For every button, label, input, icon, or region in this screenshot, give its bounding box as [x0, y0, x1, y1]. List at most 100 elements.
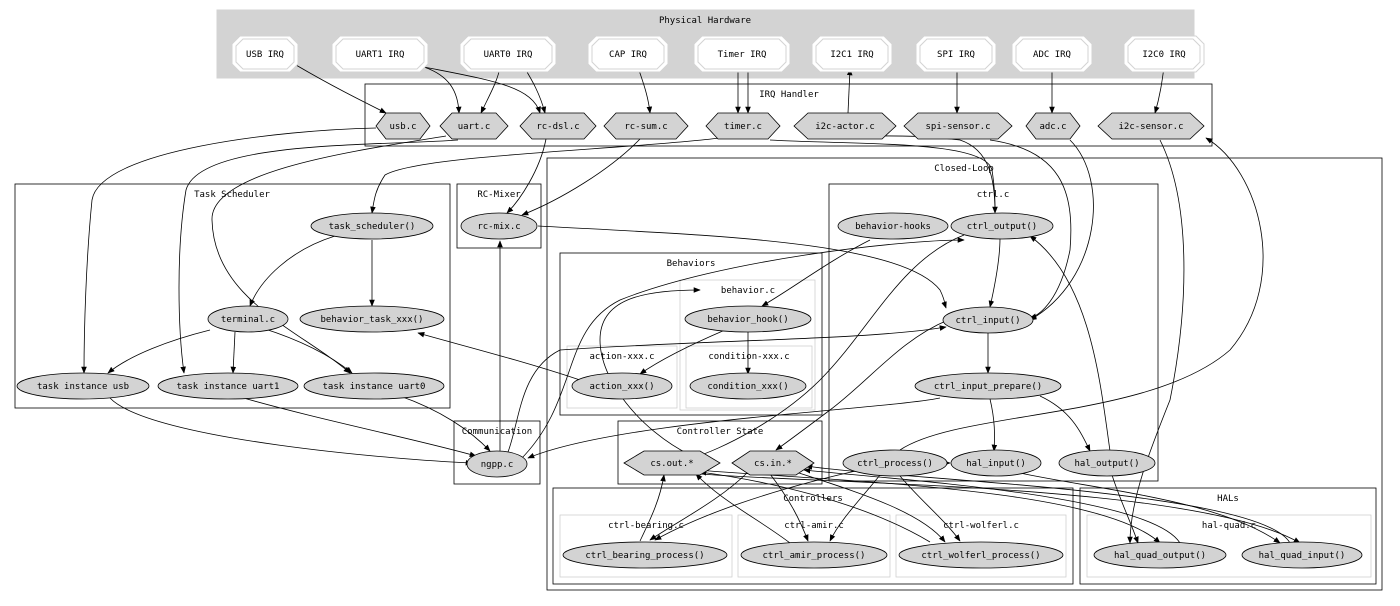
controller-state-nodes: cs.out.* cs.in.* — [623, 450, 815, 476]
node-usb-c: usb.c — [375, 112, 431, 140]
irq-uart0: UART0 IRQ — [459, 35, 557, 73]
svg-text:uart.c: uart.c — [458, 122, 491, 132]
edge-ctrl-process-to-ctrl-wolferl-process — [899, 475, 961, 542]
node-hal-input: hal_input() — [950, 449, 1042, 477]
svg-text:task_scheduler(): task_scheduler() — [329, 222, 416, 232]
svg-text:hal_quad_output(): hal_quad_output() — [1114, 551, 1206, 561]
cluster-label-hal-quad-c: hal-quad.c — [1202, 521, 1256, 531]
edge-ctrl-bearing-process-to-cs-out — [639, 474, 666, 542]
node-ctrl-wolferl-process: ctrl_wolferl_process() — [898, 541, 1064, 569]
svg-text:rc-dsl.c: rc-dsl.c — [536, 122, 579, 132]
node-cs-out: cs.out.* — [623, 450, 721, 476]
edge-rc-dsl-c-to-rc-mix-c — [506, 138, 547, 214]
node-ctrl-process: ctrl_process() — [842, 449, 948, 477]
cluster-label-closed-loop: Closed-Loop — [934, 164, 994, 174]
irq-uart1: UART1 IRQ — [331, 35, 429, 73]
edge-ctrl-process-to-i2c-sensor-c — [899, 137, 1264, 451]
node-ctrl-output: ctrl_output() — [950, 212, 1054, 240]
irq-usb: USB IRQ — [231, 35, 299, 73]
irq-usb-label: USB IRQ — [246, 50, 284, 60]
node-timer-c: timer.c — [705, 112, 781, 140]
edge-rc-mix-c-to-ctrl-input — [537, 225, 947, 309]
cluster-label-controller-state: Controller State — [677, 427, 764, 437]
svg-text:usb.c: usb.c — [389, 122, 416, 132]
edge-hal-quad-output-to-cs-in — [803, 467, 1181, 544]
node-rc-dsl-c: rc-dsl.c — [519, 112, 597, 140]
svg-text:timer.c: timer.c — [724, 122, 762, 132]
edge-ctrl-process-to-ctrl-bearing-process — [654, 469, 861, 541]
node-uart-c: uart.c — [439, 112, 509, 140]
irq-spi-label: SPI IRQ — [937, 50, 975, 60]
svg-text:adc.c: adc.c — [1039, 122, 1066, 132]
svg-text:ctrl_input_prepare(): ctrl_input_prepare() — [934, 382, 1042, 392]
svg-text:rc-mix.c: rc-mix.c — [477, 222, 520, 232]
cluster-label-ctrl-c: ctrl.c — [977, 190, 1010, 200]
irq-adc: ADC IRQ — [1011, 35, 1093, 73]
svg-text:terminal.c: terminal.c — [221, 315, 275, 325]
svg-text:condition_xxx(): condition_xxx() — [707, 382, 788, 392]
cluster-label-irq-handler: IRQ Handler — [759, 90, 819, 100]
svg-text:ctrl_bearing_process(): ctrl_bearing_process() — [585, 551, 704, 561]
irq-adc-label: ADC IRQ — [1033, 50, 1071, 60]
svg-text:spi-sensor.c: spi-sensor.c — [925, 122, 990, 132]
svg-text:task instance usb: task instance usb — [37, 382, 129, 392]
edge-cs-out-to-hal-quad-input — [699, 473, 1301, 544]
node-ctrl-bearing-process: ctrl_bearing_process() — [562, 541, 728, 569]
svg-text:hal_input(): hal_input() — [966, 459, 1026, 469]
edge-uart1-irq-to-rc-dsl-c — [423, 66, 541, 114]
edge-adc-c-to-ctrl-input — [1029, 139, 1094, 321]
svg-text:i2c-actor.c: i2c-actor.c — [815, 122, 875, 132]
svg-text:behavior-hooks: behavior-hooks — [855, 222, 931, 232]
svg-text:cs.in.*: cs.in.* — [754, 459, 792, 469]
irq-i2c1: I2C1 IRQ — [811, 35, 893, 73]
cluster-label-communication: Communication — [462, 427, 532, 437]
irq-i2c1-label: I2C1 IRQ — [830, 50, 873, 60]
node-rc-sum-c: rc-sum.c — [603, 112, 689, 140]
edge-cs-in-to-ctrl-bearing-process — [649, 471, 749, 541]
cluster-label-ctrl-amir-c: ctrl-amir.c — [784, 521, 844, 531]
edge-hal-input-to-hal-quad-input — [1019, 472, 1281, 544]
edge-action-xxx-to-behavior-task-xxx — [417, 332, 581, 381]
edge-cs-in-to-ctrl-wolferl-process — [789, 469, 946, 543]
edge-uart-c-to-task-instance-uart1 — [178, 139, 459, 374]
cluster-label-hals: HALs — [1217, 494, 1239, 504]
node-ctrl-amir-process: ctrl_amir_process() — [740, 541, 888, 569]
ellipse-nodes: task_scheduler() terminal.c behavior_tas… — [16, 212, 1363, 569]
svg-text:ctrl_process(): ctrl_process() — [857, 459, 933, 469]
node-ctrl-input: ctrl_input() — [942, 306, 1034, 334]
edge-ctrl-input-prepare-to-hal-input — [989, 398, 998, 452]
svg-text:i2c-sensor.c: i2c-sensor.c — [1118, 122, 1183, 132]
irq-cap-label: CAP IRQ — [609, 50, 647, 60]
svg-text:action_xxx(): action_xxx() — [589, 382, 654, 392]
edge-ngpp-c-to-ctrl-output — [519, 237, 965, 461]
node-hal-quad-output: hal_quad_output() — [1093, 541, 1227, 569]
node-hal-quad-input: hal_quad_input() — [1241, 541, 1363, 569]
cluster-label-ctrl-bearing-c: ctrl-bearing.c — [608, 521, 684, 531]
node-condition-xxx: condition_xxx() — [689, 372, 807, 400]
svg-text:hal_quad_input(): hal_quad_input() — [1259, 551, 1346, 561]
cluster-label-rc-mixer: RC-Mixer — [477, 190, 521, 200]
edge-behavior-hooks-to-behavior-hook — [761, 239, 871, 307]
edge-spi-sensor-c-to-ctrl-input — [989, 139, 1072, 319]
edge-ctrl-output-to-i2c-actor-c — [871, 133, 996, 214]
node-ctrl-input-prepare: ctrl_input_prepare() — [914, 372, 1062, 400]
edge-behavior-hook-to-action-xxx — [639, 329, 726, 375]
irq-nodes: USB IRQ UART1 IRQ UART0 IRQ CAP IRQ Time… — [231, 35, 1205, 73]
edge-task-instance-usb-to-ngpp-c — [109, 397, 473, 466]
cluster-label-ctrl-wolferl-c: ctrl-wolferl.c — [943, 521, 1019, 531]
edge-ctrl-output-to-cs-out — [691, 234, 965, 459]
svg-text:task instance uart1: task instance uart1 — [177, 382, 280, 392]
irq-i2c0-label: I2C0 IRQ — [1142, 50, 1185, 60]
svg-text:ctrl_input(): ctrl_input() — [955, 316, 1020, 326]
handler-nodes: usb.c uart.c rc-dsl.c rc-sum.c timer.c i… — [375, 112, 1205, 140]
irq-spi: SPI IRQ — [915, 35, 997, 73]
svg-text:ctrl_output(): ctrl_output() — [967, 222, 1037, 232]
node-adc-c: adc.c — [1025, 112, 1081, 140]
node-task-scheduler: task_scheduler() — [310, 212, 434, 240]
svg-text:cs.out.*: cs.out.* — [650, 459, 693, 469]
node-behavior-task-xxx: behavior_task_xxx() — [299, 305, 445, 333]
node-rc-mix-c: rc-mix.c — [460, 212, 538, 240]
cluster-label-condition-xxx-c: condition-xxx.c — [708, 352, 789, 362]
edge-uart1-irq-to-uart-c — [423, 66, 462, 114]
irq-uart1-label: UART1 IRQ — [356, 50, 405, 60]
